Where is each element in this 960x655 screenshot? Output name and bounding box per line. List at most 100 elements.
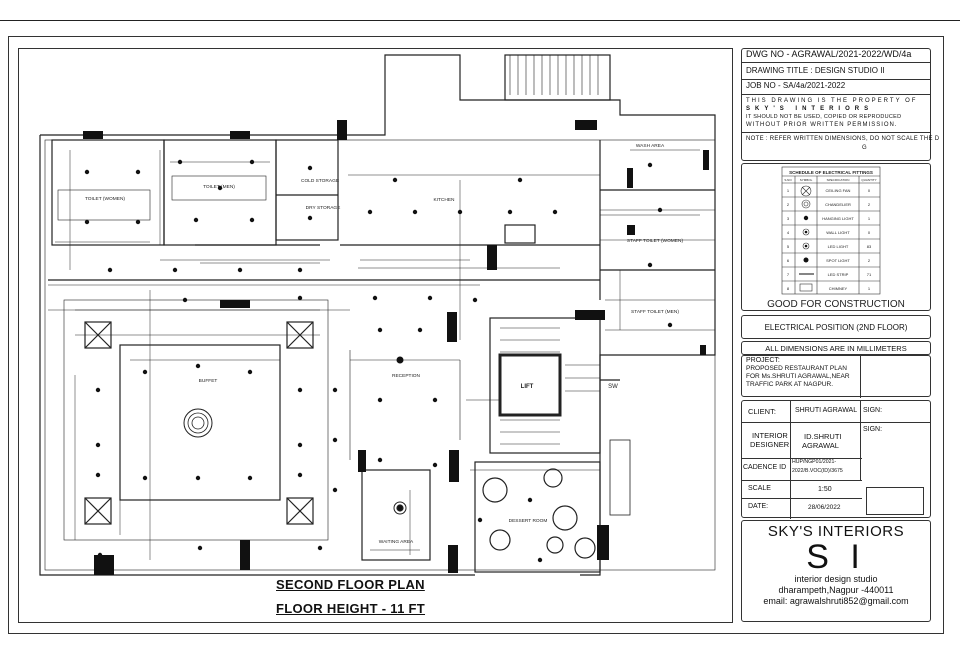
date-label: DATE:: [748, 503, 769, 510]
outer-wall-north-east: [40, 54, 716, 576]
schedule-row-1-qty: 0: [868, 188, 871, 193]
schedule-row-5-no: 5: [787, 244, 790, 249]
chimney-hood: [504, 224, 536, 244]
client-value: SHRUTI AGRAWAL: [795, 407, 858, 414]
lift-shaft: [498, 353, 562, 417]
schedule-row-8-no: 8: [787, 286, 790, 291]
note: NOTE : REFER WRITTEN DIMENSIONS, DO NOT …: [746, 136, 940, 142]
schedule-row-8-qty: 1: [868, 286, 871, 291]
stamp-box: [866, 487, 924, 515]
schedule-row-6-no: 6: [787, 258, 790, 263]
dimensions-note: ALL DIMENSIONS ARE IN MILLIMETERS: [741, 341, 931, 355]
client-label: CLIENT:: [748, 407, 776, 416]
toilet-women-room: [51, 139, 165, 246]
schedule-header-sno: S.NO: [784, 178, 792, 182]
label-lift: LIFT: [521, 384, 534, 390]
studio-name: SKY'S INTERIORS: [767, 523, 905, 540]
studio-tagline: interior design studio: [794, 574, 878, 584]
schedule-row-5-name: LED LIGHT: [828, 244, 849, 249]
schedule-header-spec: SPECIFICATION: [827, 178, 850, 182]
project-line-2: FOR Ms.SHRUTI AGRAWAL,NEAR: [746, 373, 850, 380]
sign-label: SIGN:: [863, 407, 883, 414]
studio-box: SKY'S INTERIORS S I interior design stud…: [741, 520, 931, 622]
designer-value-1: ID.SHRUTI: [804, 432, 842, 441]
toilet-men-room: [163, 139, 277, 246]
project-line-1: PROPOSED RESTAURANT PLAN: [746, 365, 847, 372]
cadence-value-2: 2022/B.VOC(ID)/3675: [792, 468, 843, 474]
label-sw: SW: [608, 384, 618, 390]
label-waiting-area: WAITING AREA: [379, 539, 414, 545]
schedule-row-7-no: 7: [787, 272, 790, 277]
project-box: PROJECT: PROPOSED RESTAURANT PLAN FOR Ms…: [741, 355, 931, 398]
label-kitchen: KITCHEN: [433, 197, 455, 203]
label-reception: RECEPTION: [392, 373, 421, 379]
label-buffet: BUFFET: [199, 378, 218, 384]
schedule-row-2-no: 2: [787, 202, 790, 207]
label-toilet-women: TOILET (WOMEN): [85, 196, 125, 202]
schedule-header-qty: QUANTITY: [861, 178, 876, 182]
schedule-row-3-no: 3: [787, 216, 790, 221]
cadence-value-1: HUP/NGP01/2021-: [792, 459, 837, 465]
schedule-row-3-qty: 1: [868, 216, 871, 221]
electrical-schedule-table: SCHEDULE OF ELECTRICAL FITTINGS S.NO SYM…: [767, 166, 905, 310]
schedule-row-6-name: SPOT LIGHT: [826, 258, 850, 263]
schedule-row-2-qty: 2: [868, 202, 871, 207]
property-line-4: WITHOUT PRIOR WRITTEN PERMISSION.: [742, 121, 930, 133]
scale-label: SCALE: [748, 485, 771, 492]
cadence-label: CADENCE ID: [743, 464, 787, 471]
schedule-row-1-name: CEILING FAN: [826, 188, 851, 193]
label-dessert-room: DESSERT ROOM: [509, 518, 548, 524]
drawing-title: DRAWING TITLE : DESIGN STUDIO II: [742, 63, 930, 80]
schedule-row-8-name: CHIMNEY: [829, 286, 848, 291]
schedule-row-4-qty: 0: [868, 230, 871, 235]
drawing-sheet-border: [8, 36, 944, 634]
label-dry-storage: DRY STORAGE: [306, 205, 341, 211]
project-line-3: TRAFFIC PARK AT NAGPUR.: [746, 381, 834, 388]
job-no: JOB NO - SA/4a/2021-2022: [742, 80, 930, 95]
scale-value: 1:50: [818, 486, 832, 493]
label-wash-area: WASH AREA: [636, 143, 665, 149]
schedule-row-1-no: 1: [787, 188, 790, 193]
sign-label-2: SIGN:: [863, 426, 883, 433]
dwg-no: DWG NO - AGRAWAL/2021-2022/WD/4a: [742, 49, 930, 63]
schedule-row-7-name: LED STRIP: [828, 272, 849, 277]
waiting-area-room: [361, 469, 431, 561]
schedule-row-2-name: CHANDELIER: [825, 202, 851, 207]
project-label: PROJECT:: [746, 357, 780, 364]
storage-room: [275, 139, 339, 241]
property-line-3: IT SHOULD NOT BE USED, COPIED OR REPRODU…: [746, 114, 902, 120]
label-cold-storage: COLD STORAGE: [301, 178, 339, 184]
top-bar: [0, 0, 960, 21]
studio-address: dharampeth,Nagpur -440011: [778, 585, 894, 595]
label-toilet-men: TOILET (MEN): [203, 184, 235, 190]
good-for-construction: GOOD FOR CONSTRUCTION: [767, 299, 905, 310]
property-line-1: THIS DRAWING IS THE PROPERTY OF: [746, 98, 918, 104]
electrical-position: ELECTRICAL POSITION (2ND FLOOR): [741, 315, 931, 339]
designer-label-1: INTERIOR: [752, 431, 788, 440]
schedule-header-symbol: SYMBOL: [800, 178, 813, 182]
designer-label-2: DESIGNER: [750, 440, 790, 449]
schedule-row-3-name: HANGING LIGHT: [822, 216, 854, 221]
outer-wall-west-south: [39, 135, 475, 576]
schedule-row-6-qty: 2: [868, 258, 871, 263]
date-value: 28/06/2022: [808, 504, 841, 511]
floor-plan-frame: [18, 48, 733, 623]
inner-wall-offset: [44, 139, 716, 571]
plan-caption-floor-height: FLOOR HEIGHT - 11 FT: [276, 601, 426, 616]
property-line-2: SKY'S INTERIORS: [746, 106, 874, 112]
note-tail: G: [862, 145, 867, 151]
stair-north: [504, 54, 611, 101]
electrical-schedule-box: SCHEDULE OF ELECTRICAL FITTINGS S.NO SYM…: [741, 163, 931, 311]
studio-email: email: agrawalshruti852@gmail.com: [763, 596, 909, 606]
label-staff-toilet-men: STAFF TOILET (MEN): [631, 309, 679, 315]
client-info-box: CLIENT: SHRUTI AGRAWAL SIGN: INTERIOR DE…: [741, 400, 931, 519]
designer-value-2: AGRAWAL: [802, 441, 839, 450]
dessert-room: [474, 461, 601, 573]
schedule-title: SCHEDULE OF ELECTRICAL FITTINGS: [789, 170, 873, 175]
stair-middle: [489, 317, 601, 454]
schedule-row-4-name: WALL LIGHT: [826, 230, 850, 235]
schedule-row-5-qty: 83: [867, 244, 872, 249]
schedule-row-4-no: 4: [787, 230, 790, 235]
schedule-row-7-qty: 71: [867, 272, 872, 277]
